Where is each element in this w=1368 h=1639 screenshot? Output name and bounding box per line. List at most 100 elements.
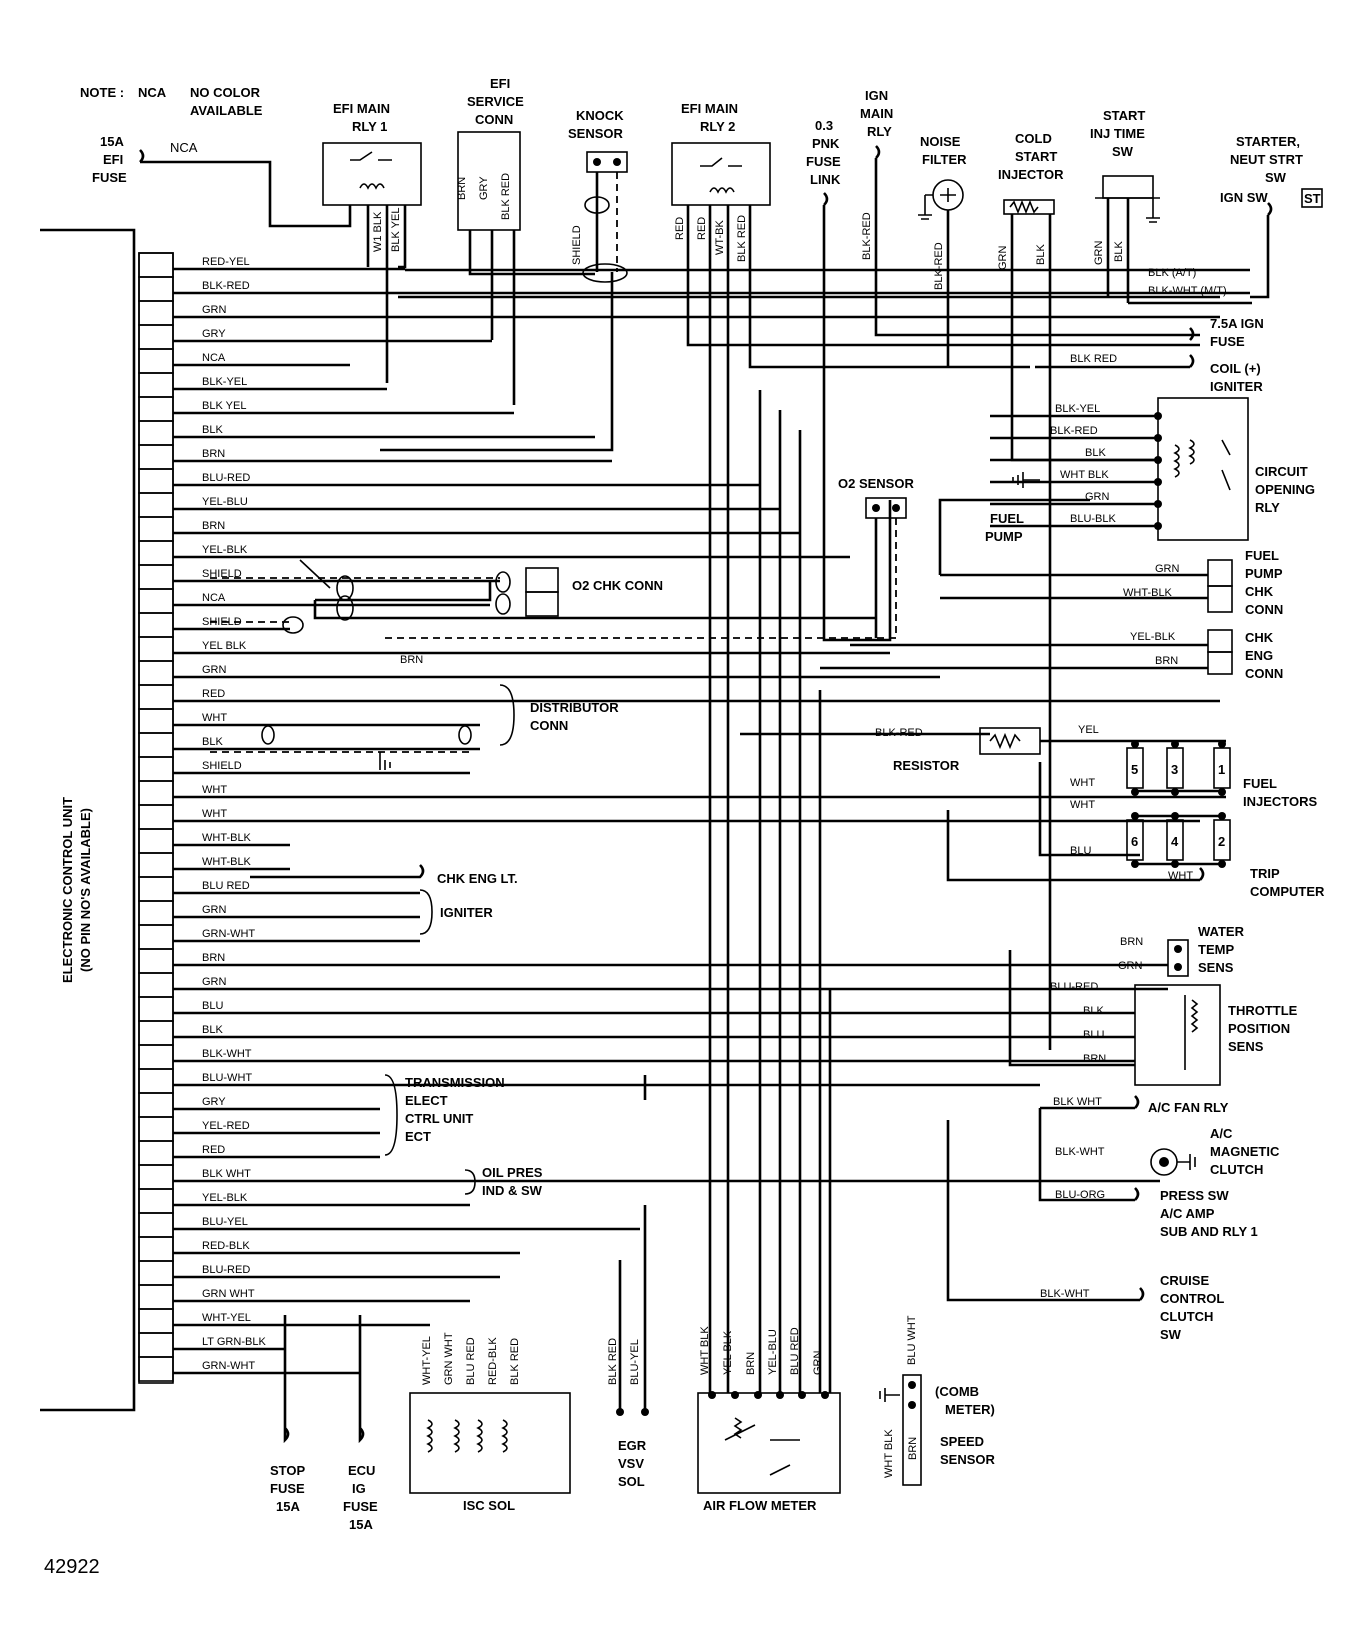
note-nca: NCA (138, 85, 167, 100)
inj-2: INJECTORS (1243, 794, 1317, 809)
trans-2: ELECT (405, 1093, 448, 1108)
afm-wire-label: GRN (812, 1351, 824, 1376)
trans-4: ECT (405, 1129, 431, 1144)
rly2-label-1: EFI MAIN (681, 101, 738, 116)
isc-wire-1: WHT-YEL (421, 1336, 433, 1385)
ecu-pin-label: GRN (202, 904, 227, 916)
press-3: SUB AND RLY 1 (1160, 1224, 1258, 1239)
ecu-pin-label: RED-BLK (202, 1240, 250, 1252)
ecu-pin-label: GRN (202, 664, 227, 676)
press-2: A/C AMP (1160, 1206, 1215, 1221)
transmission-ecu: TRANSMISSION ELECT CTRL UNIT ECT (384, 1074, 505, 1156)
ign-fuse-coil: 7.5A IGN FUSE BLK RED COIL (+) IGNITER (1035, 316, 1264, 394)
ecu-pin-cell (138, 396, 174, 422)
ecu-pin-label: GRY (202, 328, 226, 340)
oil-pres: OIL PRES IND & SW (464, 1165, 543, 1198)
ecu-pin-cell (138, 900, 174, 926)
injector-number: 1 (1218, 762, 1225, 777)
ecu-pin-cell (138, 1188, 174, 1214)
ecu-pin-label: RED (202, 1144, 225, 1156)
ecu-pin-cell (138, 732, 174, 758)
ignmain-2: MAIN (860, 106, 893, 121)
ecu-pin-cell (138, 1284, 174, 1310)
speed-1: SPEED (940, 1434, 984, 1449)
ecu-pin-cell (138, 324, 174, 350)
efi-fuse-l3: FUSE (92, 170, 127, 185)
cruise-3: CLUTCH (1160, 1309, 1213, 1324)
stop-1: STOP (270, 1463, 305, 1478)
ecu-pin-cell (138, 468, 174, 494)
ecu-pin-label: GRN-WHT (202, 1360, 255, 1372)
ecu-pin-label: RED-YEL (202, 256, 250, 268)
cold-1: COLD (1015, 131, 1052, 146)
comb-2: METER) (945, 1402, 995, 1417)
note: NOTE : NCA NO COLOR AVAILABLE (80, 85, 263, 118)
service-wire-1: BRN (456, 177, 468, 200)
ecu-pin-cell (138, 1260, 174, 1286)
cruise-wire: BLK-WHT (1040, 1288, 1090, 1300)
oil-1: OIL PRES (482, 1165, 543, 1180)
chkeng-wire-1: YEL-BLK (1130, 631, 1176, 643)
isc-wire-5: BLK RED (509, 1338, 521, 1385)
cor-wire-label: BLK-YEL (1055, 403, 1100, 415)
trans-1: TRANSMISSION (405, 1075, 505, 1090)
ecu-pin-cell (138, 780, 174, 806)
fuel-injector: 4 (1166, 812, 1184, 868)
ecu-pin-cell (138, 1140, 174, 1166)
ac-clutch-3: CLUTCH (1210, 1162, 1263, 1177)
ecu-pin-label: YEL-RED (202, 1120, 250, 1132)
egr-3: SOL (618, 1474, 645, 1489)
fuel-injector: 2 (1213, 812, 1231, 868)
afm-wire-label: YEL-BLU (767, 1329, 779, 1375)
isc-wire-3: BLU RED (465, 1337, 477, 1385)
knock-sensor: KNOCK SENSOR SHIELD (380, 108, 628, 452)
pin-cells (138, 252, 174, 1382)
blk-wht-mt-label: BLK-WHT (M/T) (1148, 285, 1227, 297)
ecu-pin-cell (138, 636, 174, 662)
fuelpump-2: PUMP (985, 529, 1023, 544)
afm-terminal (731, 1391, 739, 1399)
ac-wire-1: BLK WHT (1053, 1096, 1102, 1108)
ign-main-rly: IGN MAIN RLY BLK-RED (860, 88, 1200, 337)
cold-start-injector: COLD START INJECTOR GRN BLK (997, 131, 1064, 318)
afm-terminal (821, 1391, 829, 1399)
ecu-box: ELECTRONIC CONTROL UNIT (NO PIN NO'S AVA… (40, 228, 174, 1412)
ecu-pin-cell (138, 492, 174, 518)
cold-3: INJECTOR (998, 167, 1064, 182)
ac-wire-2: BLK-WHT (1055, 1146, 1105, 1158)
egr-vsv: BLK RED BLU-YEL EGR VSV SOL (607, 1205, 649, 1489)
cold-wire-2: BLK (1035, 244, 1047, 265)
speed-wire-3: BRN (907, 1437, 919, 1460)
note-text1: NO COLOR (190, 85, 261, 100)
ecu-pin-label: GRY (202, 1096, 226, 1108)
fpchk-4: CONN (1245, 602, 1283, 617)
efi-fuse: 15A EFI FUSE NCA (92, 134, 352, 228)
noise-wire: BLK-RED (933, 242, 945, 290)
fpchk-wire-1: GRN (1155, 563, 1180, 575)
isc-wire-4: RED-BLK (487, 1337, 499, 1385)
ecu-pin-label: GRN (202, 304, 227, 316)
afm-wire-label: BLU RED (789, 1327, 801, 1375)
cold-wire-1: GRN (997, 246, 1009, 271)
afm-terminal (776, 1391, 784, 1399)
startinj-wire-2: BLK (1113, 241, 1125, 262)
o2-sensor: O2 SENSOR (380, 476, 914, 639)
fuel-injector: 6 (1126, 812, 1144, 868)
rly1-wire-2: BLK YEL (390, 208, 402, 252)
ecu-pin-label: YEL-BLU (202, 496, 248, 508)
starter-2: NEUT STRT (1230, 152, 1303, 167)
knock-shield-label: SHIELD (571, 225, 583, 265)
injector-number: 5 (1131, 762, 1138, 777)
noise-filter: NOISE FILTER BLK-RED (918, 134, 967, 367)
ecu-pin-cell (138, 1020, 174, 1046)
igniter-label: IGNITER (440, 905, 493, 920)
ac-fan-label: A/C FAN RLY (1148, 1100, 1229, 1115)
ecu-pin-cell (138, 1212, 174, 1238)
fpchk-1: FUEL (1245, 548, 1279, 563)
service-wire-2: GRY (478, 176, 490, 200)
ecu-pin-cell (138, 1044, 174, 1070)
start-inj-time-sw: START INJ TIME SW GRN BLK (1090, 108, 1160, 303)
startinj-3: SW (1112, 144, 1134, 159)
